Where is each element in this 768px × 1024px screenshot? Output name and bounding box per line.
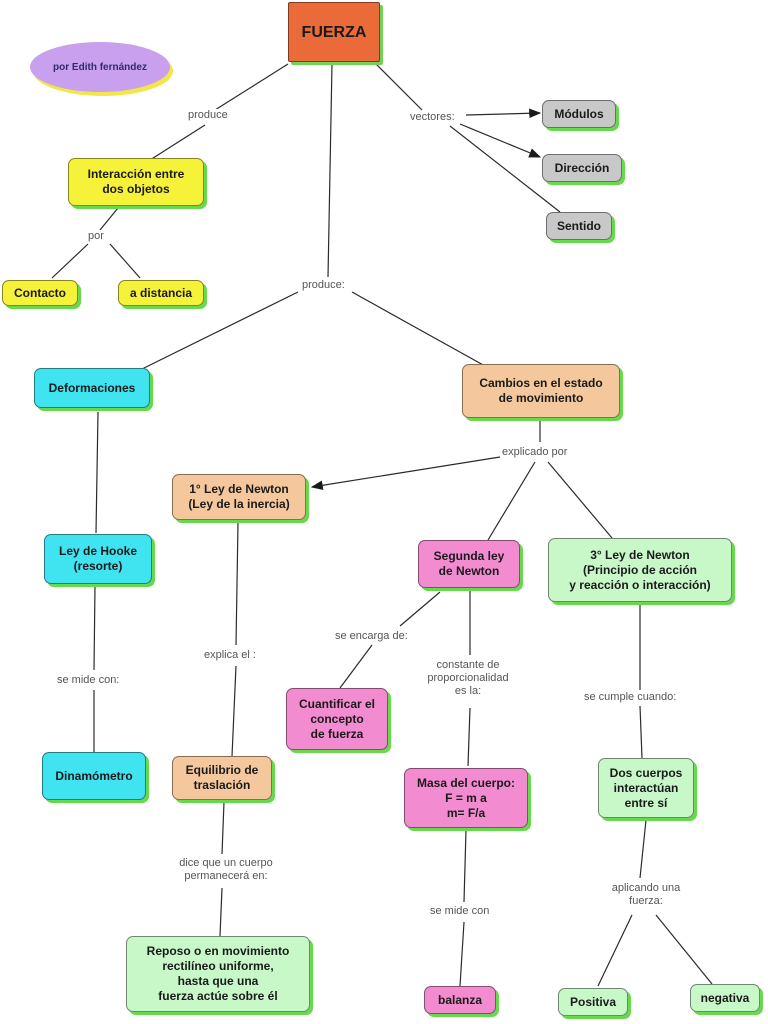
concept-contacto[interactable]: Contacto	[2, 280, 78, 306]
link-label-dice-que: dice que un cuerpo permanecerá en:	[160, 857, 292, 883]
concept-a-distancia[interactable]: a distancia	[118, 280, 204, 306]
edge-explicado-segunda	[487, 461, 536, 541]
edge-produce2-deformaciones	[139, 291, 299, 371]
edge-aplicando-negativa	[655, 914, 713, 985]
edge-produce2-cambios	[351, 291, 486, 367]
concept-interaccion[interactable]: Interacción entre dos objetos	[68, 158, 204, 206]
concept-deformaciones[interactable]: Deformaciones	[34, 368, 150, 408]
edge-vectores-modulos	[465, 108, 542, 119]
edge-aplicando-positiva	[597, 914, 633, 987]
concept-dinamometro[interactable]: Dinamómetro	[42, 752, 146, 800]
concept-positiva[interactable]: Positiva	[558, 988, 628, 1016]
concept-negativa[interactable]: negativa	[690, 984, 760, 1012]
edge-semide-balanza	[459, 921, 465, 987]
concept-balanza[interactable]: balanza	[424, 986, 496, 1014]
concept-cuantificar-fuerza[interactable]: Cuantificar el concepto de fuerza	[286, 688, 388, 750]
concept-fuerza[interactable]: FUERZA	[288, 2, 380, 62]
concept-ley-hooke[interactable]: Ley de Hooke (resorte)	[44, 534, 152, 584]
edge-interaccion-por	[99, 207, 119, 231]
edge-vectores-sentido	[449, 125, 561, 213]
link-label-por: por	[86, 230, 106, 243]
concept-dos-cuerpos[interactable]: Dos cuerpos interactúan entre sí	[598, 758, 694, 818]
edge-explicado-tercera	[547, 461, 613, 539]
edge-primera-explica	[235, 522, 239, 646]
edge-secumple-dos	[639, 705, 643, 759]
edge-fuerza-produce	[214, 63, 289, 111]
link-label-vectores: vectores:	[408, 111, 457, 124]
edge-fuerza-vectores	[375, 63, 423, 111]
link-label-se-mide-con-2: se mide con	[428, 905, 492, 918]
concept-direccion[interactable]: Dirección	[542, 154, 622, 182]
concept-cambios-estado[interactable]: Cambios en el estado de movimiento	[462, 364, 620, 418]
edge-por-contacto	[51, 243, 89, 279]
edge-explicado-primera	[310, 456, 501, 491]
edge-por-distancia	[109, 243, 141, 279]
link-label-se-encarga: se encarga de:	[333, 630, 410, 643]
edge-produce-interaccion	[149, 124, 206, 161]
link-label-produce: produce	[186, 109, 230, 122]
link-label-explicado-por: explicado por	[500, 446, 570, 459]
concept-masa-cuerpo[interactable]: Masa del cuerpo: F = m a m= F/a	[404, 768, 528, 828]
edge-encarga-cuantificar	[339, 644, 373, 689]
author-badge: por Edith fernández	[30, 42, 170, 92]
concept-equilibrio-traslacion[interactable]: Equilibrio de traslación	[172, 756, 272, 800]
edge-fuerza-produce2	[327, 63, 333, 278]
edge-hooke-semide	[93, 585, 96, 671]
concept-primera-ley-newton[interactable]: 1° Ley de Newton (Ley de la inercia)	[172, 474, 306, 520]
concept-segunda-ley-newton[interactable]: Segunda ley de Newton	[418, 540, 520, 588]
link-label-se-cumple: se cumple cuando:	[582, 691, 679, 704]
link-label-se-mide-con: se mide con:	[55, 674, 122, 687]
link-label-constante: constante de proporcionalidad es la:	[414, 659, 522, 698]
edge-dos-aplicando	[639, 819, 647, 879]
edge-equilibrio-dice	[221, 801, 225, 855]
link-label-produce2: produce:	[300, 279, 347, 292]
link-label-explica: explica el :	[202, 649, 258, 662]
concept-reposo-movimiento[interactable]: Reposo o en movimiento rectilíneo unifor…	[126, 936, 310, 1012]
edge-deformaciones-hooke	[95, 411, 99, 534]
edge-dice-reposo	[219, 887, 223, 937]
edge-explica-equilibrio	[231, 665, 237, 757]
edge-segunda-encarga	[399, 591, 441, 627]
edge-vectores-direccion	[459, 123, 542, 158]
concept-tercera-ley-newton[interactable]: 3° Ley de Newton (Principio de acción y …	[548, 538, 732, 602]
concept-modulos[interactable]: Módulos	[542, 100, 616, 128]
concept-sentido[interactable]: Sentido	[546, 212, 612, 240]
link-label-aplicando: aplicando una fuerza:	[600, 882, 692, 908]
edge-constante-masa	[467, 707, 471, 767]
edge-masa-semide	[463, 829, 467, 903]
